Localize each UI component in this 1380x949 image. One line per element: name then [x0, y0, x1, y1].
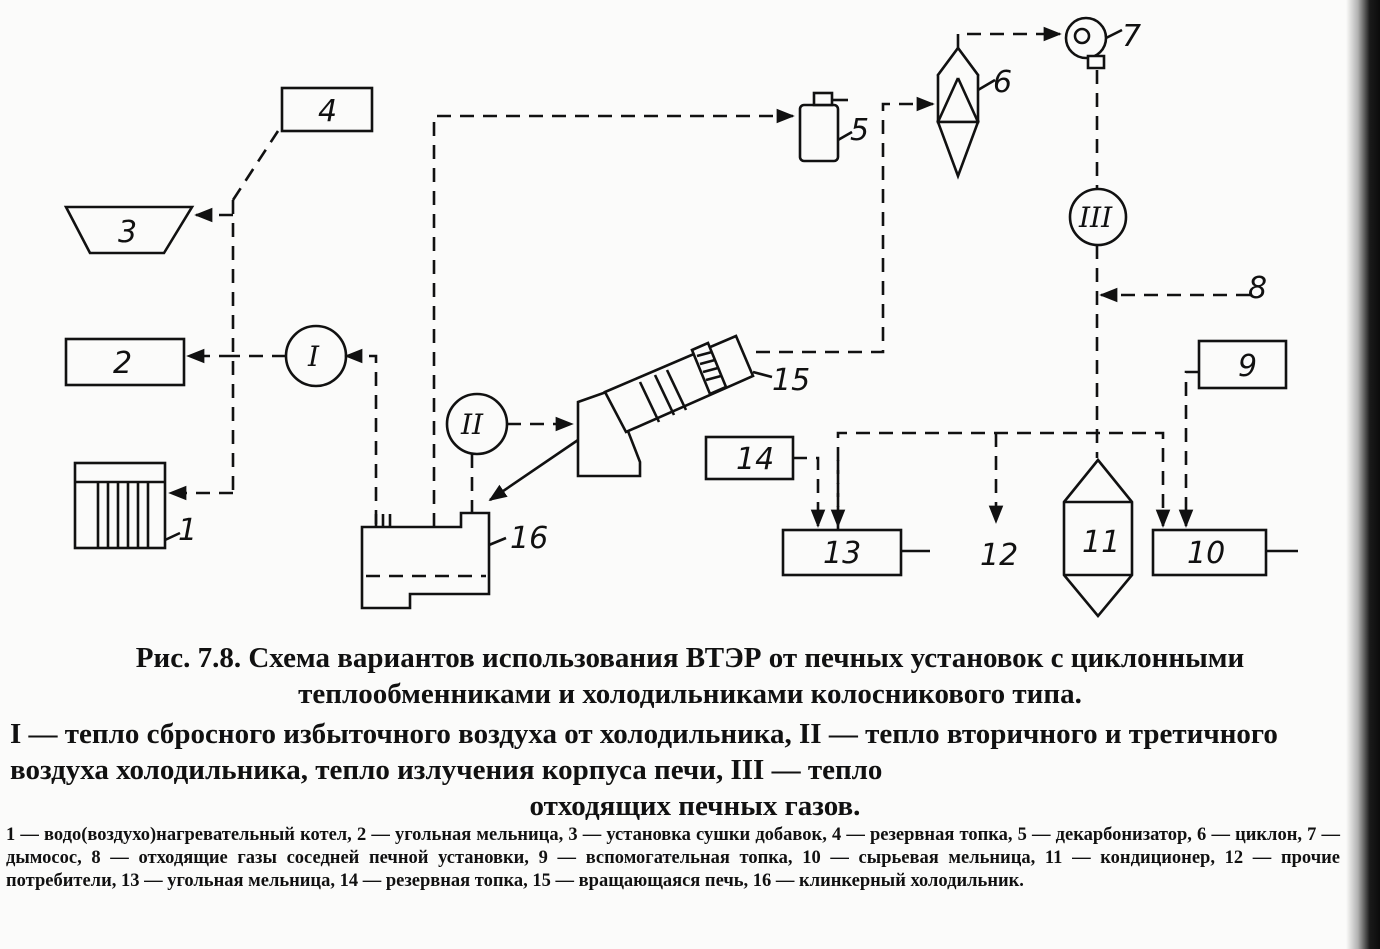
trapezoid-additive-dryer-3 [63, 205, 195, 255]
label-roman-I: I [307, 340, 320, 373]
label-1: 1 [178, 513, 197, 548]
legend-roman-main: I — тепло сбросного избыточного воздуха … [10, 718, 1278, 786]
label-16: 16 [510, 521, 548, 556]
process-scheme-diagram: 4 3 2 1 I II 16 [63, 16, 1298, 619]
label-roman-III: III [1078, 201, 1113, 234]
box-reserve-furnace-14 [704, 435, 795, 481]
label-4: 4 [318, 94, 337, 129]
box-raw-mill-10 [1151, 528, 1268, 577]
label-2: 2 [113, 346, 132, 381]
label-11: 11 [1082, 525, 1120, 560]
conditioner-11 [1062, 457, 1134, 619]
clinker-cooler-16 [360, 511, 507, 610]
label-13: 13 [823, 536, 861, 571]
box-aux-furnace-9 [1197, 339, 1288, 390]
decarbonizer-5 [798, 91, 853, 163]
label-10: 10 [1187, 536, 1225, 571]
legend-roman: I — тепло сбросного избыточного воздуха … [0, 716, 1380, 824]
label-15: 15 [772, 363, 810, 398]
flows-heat-I [168, 130, 378, 527]
box-coal-mill-2 [64, 337, 186, 387]
rotary-kiln-15 [576, 334, 773, 478]
smoke-exhauster-7 [1064, 16, 1123, 70]
label-roman-II: II [460, 408, 484, 441]
legend-numbers: 1 — водо(воздухо)нагревательный котел, 2… [6, 825, 1340, 891]
figure-title: Рис. 7.8. Схема вариантов использования … [0, 640, 1380, 712]
box-reserve-furnace-4 [280, 86, 374, 133]
label-12: 12 [980, 538, 1018, 573]
label-5: 5 [850, 113, 869, 148]
legend-roman-last: отходящих печных газов. [529, 790, 861, 822]
label-9: 9 [1238, 349, 1257, 384]
label-8: 8 [1248, 271, 1267, 306]
flows-kiln-gas [432, 26, 1062, 527]
label-6: 6 [993, 65, 1012, 100]
label-3: 3 [118, 215, 137, 250]
figure-title-line2: теплообменниками и холодильниками колосн… [298, 678, 1082, 710]
box-coal-mill-13 [781, 528, 903, 577]
boiler-1 [73, 461, 181, 550]
label-7: 7 [1122, 19, 1141, 54]
scan-page-edge [1346, 0, 1380, 949]
label-14: 14 [736, 442, 774, 477]
flows-heat-III [793, 70, 1250, 530]
cyclone-6 [936, 45, 996, 180]
figure-title-line1: Рис. 7.8. Схема вариантов использования … [135, 642, 1245, 674]
